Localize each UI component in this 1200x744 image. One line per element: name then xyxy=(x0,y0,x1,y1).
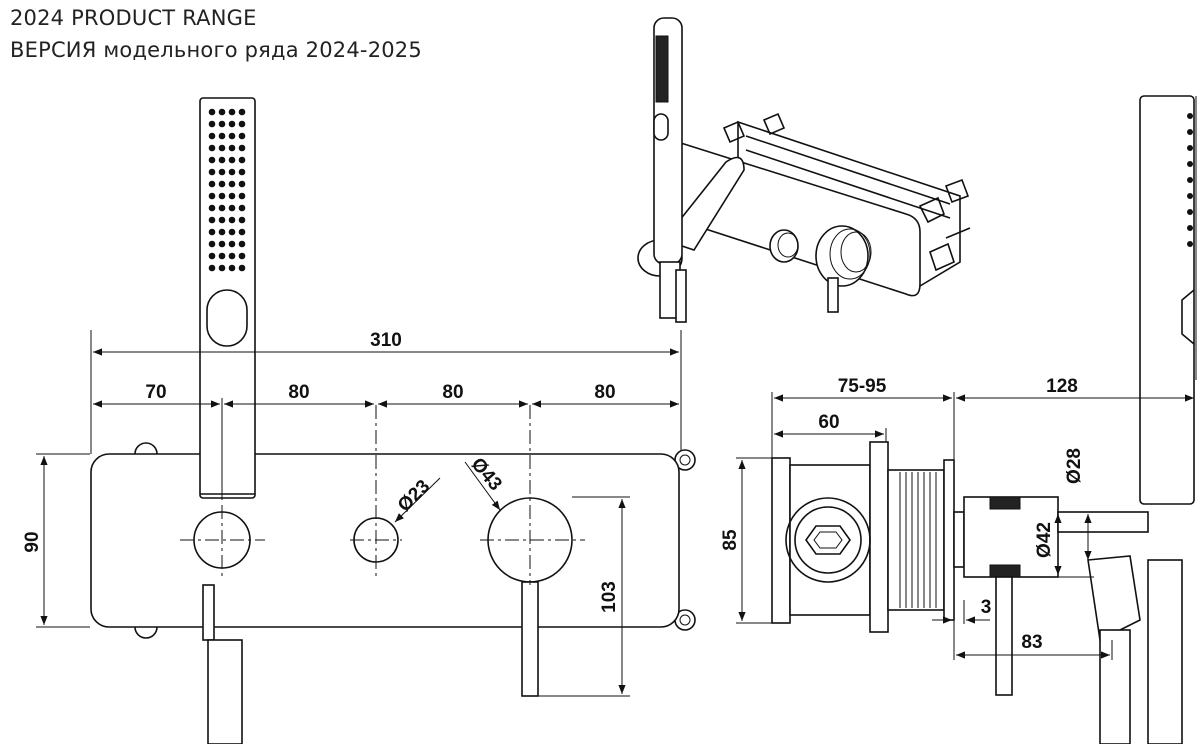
iso-mixer-knob xyxy=(815,225,869,287)
iso-lever xyxy=(827,277,839,313)
dim-depth-60: 60 xyxy=(818,412,839,433)
hose-side xyxy=(1099,629,1131,744)
front-dimensions xyxy=(36,330,682,697)
hose-elbow xyxy=(1087,555,1141,642)
box-flange-left xyxy=(771,457,791,624)
threaded-sleeve xyxy=(887,469,945,611)
dim-escutcheon-42: Ø42 xyxy=(1034,522,1055,558)
hand-shower-side xyxy=(1139,95,1195,505)
iso-spray-face xyxy=(655,35,669,103)
header: 2024 PRODUCT RANGE ВЕРСИЯ модельного ряд… xyxy=(10,2,422,66)
holder-arm-side xyxy=(1057,511,1149,533)
dim-holder-28: Ø28 xyxy=(1064,448,1085,484)
side-nozzles xyxy=(1187,113,1193,247)
header-title: 2024 PRODUCT RANGE xyxy=(10,6,257,30)
rough-in-body xyxy=(789,464,871,616)
dim-seg-80a: 80 xyxy=(288,382,309,403)
dim-depth-75-95: 75-95 xyxy=(838,376,887,397)
knob-knurl xyxy=(989,564,1021,578)
dim-seg-80c: 80 xyxy=(594,382,615,403)
dim-seg-70: 70 xyxy=(145,382,166,403)
box-flange-right xyxy=(869,441,889,633)
dim-lever-83: 83 xyxy=(1021,632,1042,653)
dim-projection-128: 128 xyxy=(1046,376,1078,397)
shower-button xyxy=(206,289,248,347)
mixer-lever xyxy=(521,581,539,697)
hex-nut xyxy=(805,525,851,555)
dim-total-width: 310 xyxy=(370,330,402,351)
dim-gap-3: 3 xyxy=(981,597,992,618)
hand-shower xyxy=(199,97,256,499)
side-view xyxy=(771,95,1195,744)
valve-body xyxy=(785,497,871,583)
knob-knurl xyxy=(989,496,1021,510)
front-view xyxy=(90,97,696,744)
escutcheon xyxy=(953,511,965,568)
header-subtitle: ВЕРСИЯ модельного ряда 2024-2025 xyxy=(10,38,422,62)
dim-seg-80b: 80 xyxy=(442,382,463,403)
dim-lever-103: 103 xyxy=(599,581,620,613)
iso-holder-arm xyxy=(662,156,745,251)
shower-hose xyxy=(207,639,243,744)
isometric-view xyxy=(637,17,971,323)
spray-nozzles xyxy=(208,108,246,272)
handle-side xyxy=(1147,559,1183,744)
hose-connector xyxy=(202,584,215,641)
thread-lines xyxy=(899,472,937,608)
dim-height-90: 90 xyxy=(22,531,43,552)
iso-shower-button xyxy=(653,113,669,141)
lever-side xyxy=(995,576,1013,696)
wall-plate xyxy=(943,459,955,621)
side-dimensions xyxy=(736,96,1197,660)
dim-box-85: 85 xyxy=(720,529,741,551)
